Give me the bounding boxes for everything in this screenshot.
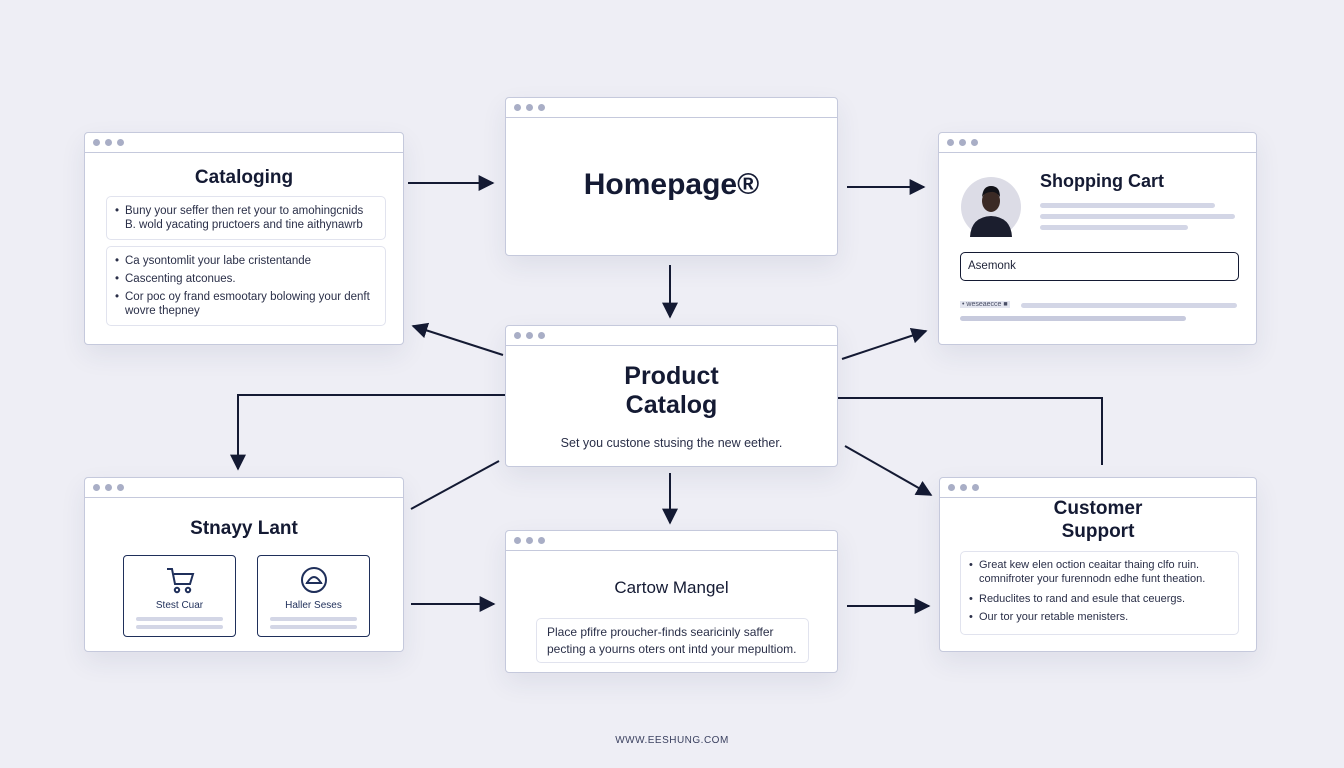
window-controls (939, 133, 1256, 153)
window-controls (506, 326, 837, 346)
shopping-cart-card: Shopping Cart Asemonk • weseaecce ■ (938, 132, 1257, 345)
card-title-line1: Product (624, 362, 719, 390)
list-item: Cor poc oy frand esmootary bolowing your… (115, 290, 377, 318)
list-item: Great kew elen oction ceaitar thaing clf… (969, 558, 1230, 586)
cart-input-field[interactable]: Asemonk (960, 252, 1239, 281)
window-controls (506, 531, 837, 551)
list-item: Reduclites to rand and esule that ceuerg… (969, 592, 1230, 606)
placeholder-line (136, 625, 223, 629)
card-title: Stnayy Lant (190, 518, 298, 539)
support-tile[interactable]: Haller Seses (257, 555, 370, 637)
placeholder-line (1021, 303, 1237, 308)
strategy-card: Stnayy Lant Stest Cuar Haller Seses (84, 477, 404, 652)
description-box: Place pfifre proucher-finds searicinly s… (536, 618, 809, 663)
arrow-catalog-to-strategy (230, 394, 505, 471)
placeholder-line (270, 617, 357, 621)
customer-support-card: Customer Support Great kew elen oction c… (939, 477, 1257, 652)
card-title-line2: Catalog (625, 391, 718, 419)
line-catalog-to-strategy (410, 460, 500, 510)
homepage-card: Homepage® (505, 97, 838, 256)
bullet-list-box: Great kew elen oction ceaitar thaing clf… (960, 551, 1239, 635)
placeholder-line (270, 625, 357, 629)
cartow-card: Cartow Mangel Place pfifre proucher-find… (505, 530, 838, 673)
list-item: Ca ysontomlit your labe cristentande (115, 254, 377, 268)
window-controls (506, 98, 837, 118)
placeholder-line (1040, 225, 1188, 230)
card-title-line1: Customer (1053, 498, 1143, 519)
cataloging-card: Cataloging Buny your seffer then ret you… (84, 132, 404, 345)
line-catalog-to-support (838, 397, 1103, 465)
window-controls (85, 478, 403, 498)
bullet-list-box: Ca ysontomlit your labe cristentande Cas… (106, 246, 386, 326)
shopping-cart-icon (167, 568, 195, 594)
small-label: • weseaecce ■ (960, 301, 1010, 308)
card-title: Cataloging (194, 167, 294, 188)
placeholder-line (960, 316, 1186, 321)
description-line: B. wold yacating pructoers and tine aith… (125, 219, 363, 231)
cart-tile[interactable]: Stest Cuar (123, 555, 236, 637)
description-box: Buny your seffer then ret your to amohin… (106, 196, 386, 240)
placeholder-line (1040, 203, 1215, 208)
window-controls (940, 478, 1256, 498)
placeholder-line (1040, 214, 1235, 219)
description-line: Buny your seffer then ret your to amohin… (115, 204, 377, 218)
card-title: Shopping Cart (1040, 171, 1164, 191)
window-controls (85, 133, 403, 153)
tile-label: Stest Cuar (155, 600, 204, 611)
arrow-catalog-to-support (844, 445, 933, 496)
support-bell-icon (301, 567, 327, 593)
arrow-catalog-to-cataloging (411, 322, 504, 356)
list-item: Cascenting atconues. (115, 272, 377, 286)
tile-label: Haller Seses (285, 600, 342, 611)
footer-url: WWW.EESHUNG.COM (615, 735, 729, 746)
card-title-line2: Support (1061, 521, 1135, 542)
arrow-catalog-to-cart (841, 327, 928, 360)
list-item: Our tor your retable menisters. (969, 610, 1230, 624)
placeholder-line (136, 617, 223, 621)
description-line: pecting a yourns oters ont intd your mep… (547, 642, 797, 656)
card-title: Cartow Mangel (614, 578, 729, 597)
description-line: Place pfifre proucher-finds searicinly s… (547, 625, 774, 639)
card-subtitle: Set you custone stusing the new eether. (560, 436, 783, 450)
person-avatar-icon (961, 177, 1021, 237)
product-catalog-card: Product Catalog Set you custone stusing … (505, 325, 838, 467)
card-title: Homepage® (583, 168, 760, 201)
